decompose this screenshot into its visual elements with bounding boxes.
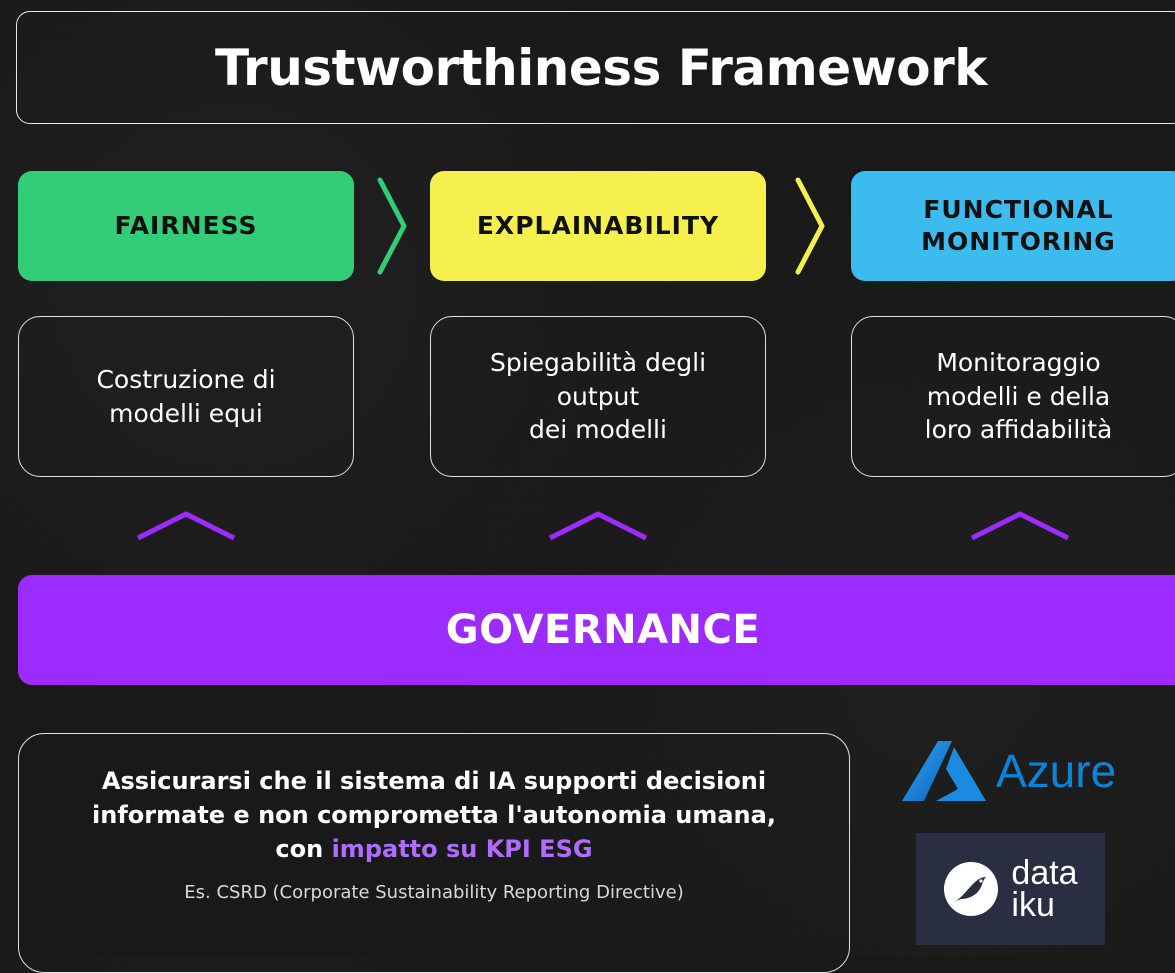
fairness-description-card: Costruzione di modelli equi [18, 316, 354, 477]
explainability-description-card: Spiegabilità degli output dei modelli [430, 316, 766, 477]
governance-bar: GOVERNANCE [18, 575, 1175, 685]
chevron-right-icon [377, 177, 407, 275]
explainability-description: Spiegabilità degli output dei modelli [489, 347, 707, 445]
pillar-functional-monitoring: FUNCTIONAL MONITORING [851, 171, 1175, 281]
azure-wordmark: Azure [996, 745, 1117, 797]
pillar-fairness: FAIRNESS [18, 171, 354, 281]
dataiku-wordmark-line-1: data [1011, 853, 1078, 892]
fairness-description: Costruzione di modelli equi [96, 364, 276, 428]
dataiku-logo: data iku [916, 833, 1105, 945]
title-box: Trustworthiness Framework [16, 11, 1175, 124]
governance-label: GOVERNANCE [445, 607, 761, 653]
esg-kpi-highlight: impatto su KPI ESG [331, 835, 593, 864]
dataiku-wordmark-line-2: iku [1011, 886, 1055, 924]
pillar-functional-monitoring-label: FUNCTIONAL MONITORING [921, 194, 1116, 257]
chevron-right-icon [795, 177, 825, 275]
monitoring-description: Monitoraggio modelli e della loro affida… [924, 347, 1113, 445]
page-title: Trustworthiness Framework [214, 38, 988, 97]
info-line-2: informate e non comprometta l'autonomia … [92, 801, 776, 830]
caret-up-icon [136, 511, 236, 541]
dataiku-bird-icon [944, 862, 999, 916]
info-line-1: Assicurarsi che il sistema di IA support… [101, 767, 767, 795]
pillar-fairness-label: FAIRNESS [114, 210, 258, 240]
azure-logo: Azure [900, 738, 1140, 804]
pillar-explainability: EXPLAINABILITY [430, 171, 766, 281]
dataiku-wordmark: data iku [1011, 853, 1078, 924]
azure-logo-icon [902, 741, 986, 801]
caret-up-icon [970, 511, 1070, 541]
pillar-explainability-label: EXPLAINABILITY [476, 210, 720, 240]
csrd-example: Es. CSRD (Corporate Sustainability Repor… [184, 882, 684, 904]
info-line-3-prefix: con [275, 835, 332, 864]
governance-info-card: Assicurarsi che il sistema di IA support… [18, 733, 850, 973]
info-line-3: con impatto su KPI ESG [19, 832, 849, 866]
monitoring-description-card: Monitoraggio modelli e della loro affida… [851, 316, 1175, 477]
info-text: Assicurarsi che il sistema di IA support… [19, 764, 849, 866]
caret-up-icon [548, 511, 648, 541]
